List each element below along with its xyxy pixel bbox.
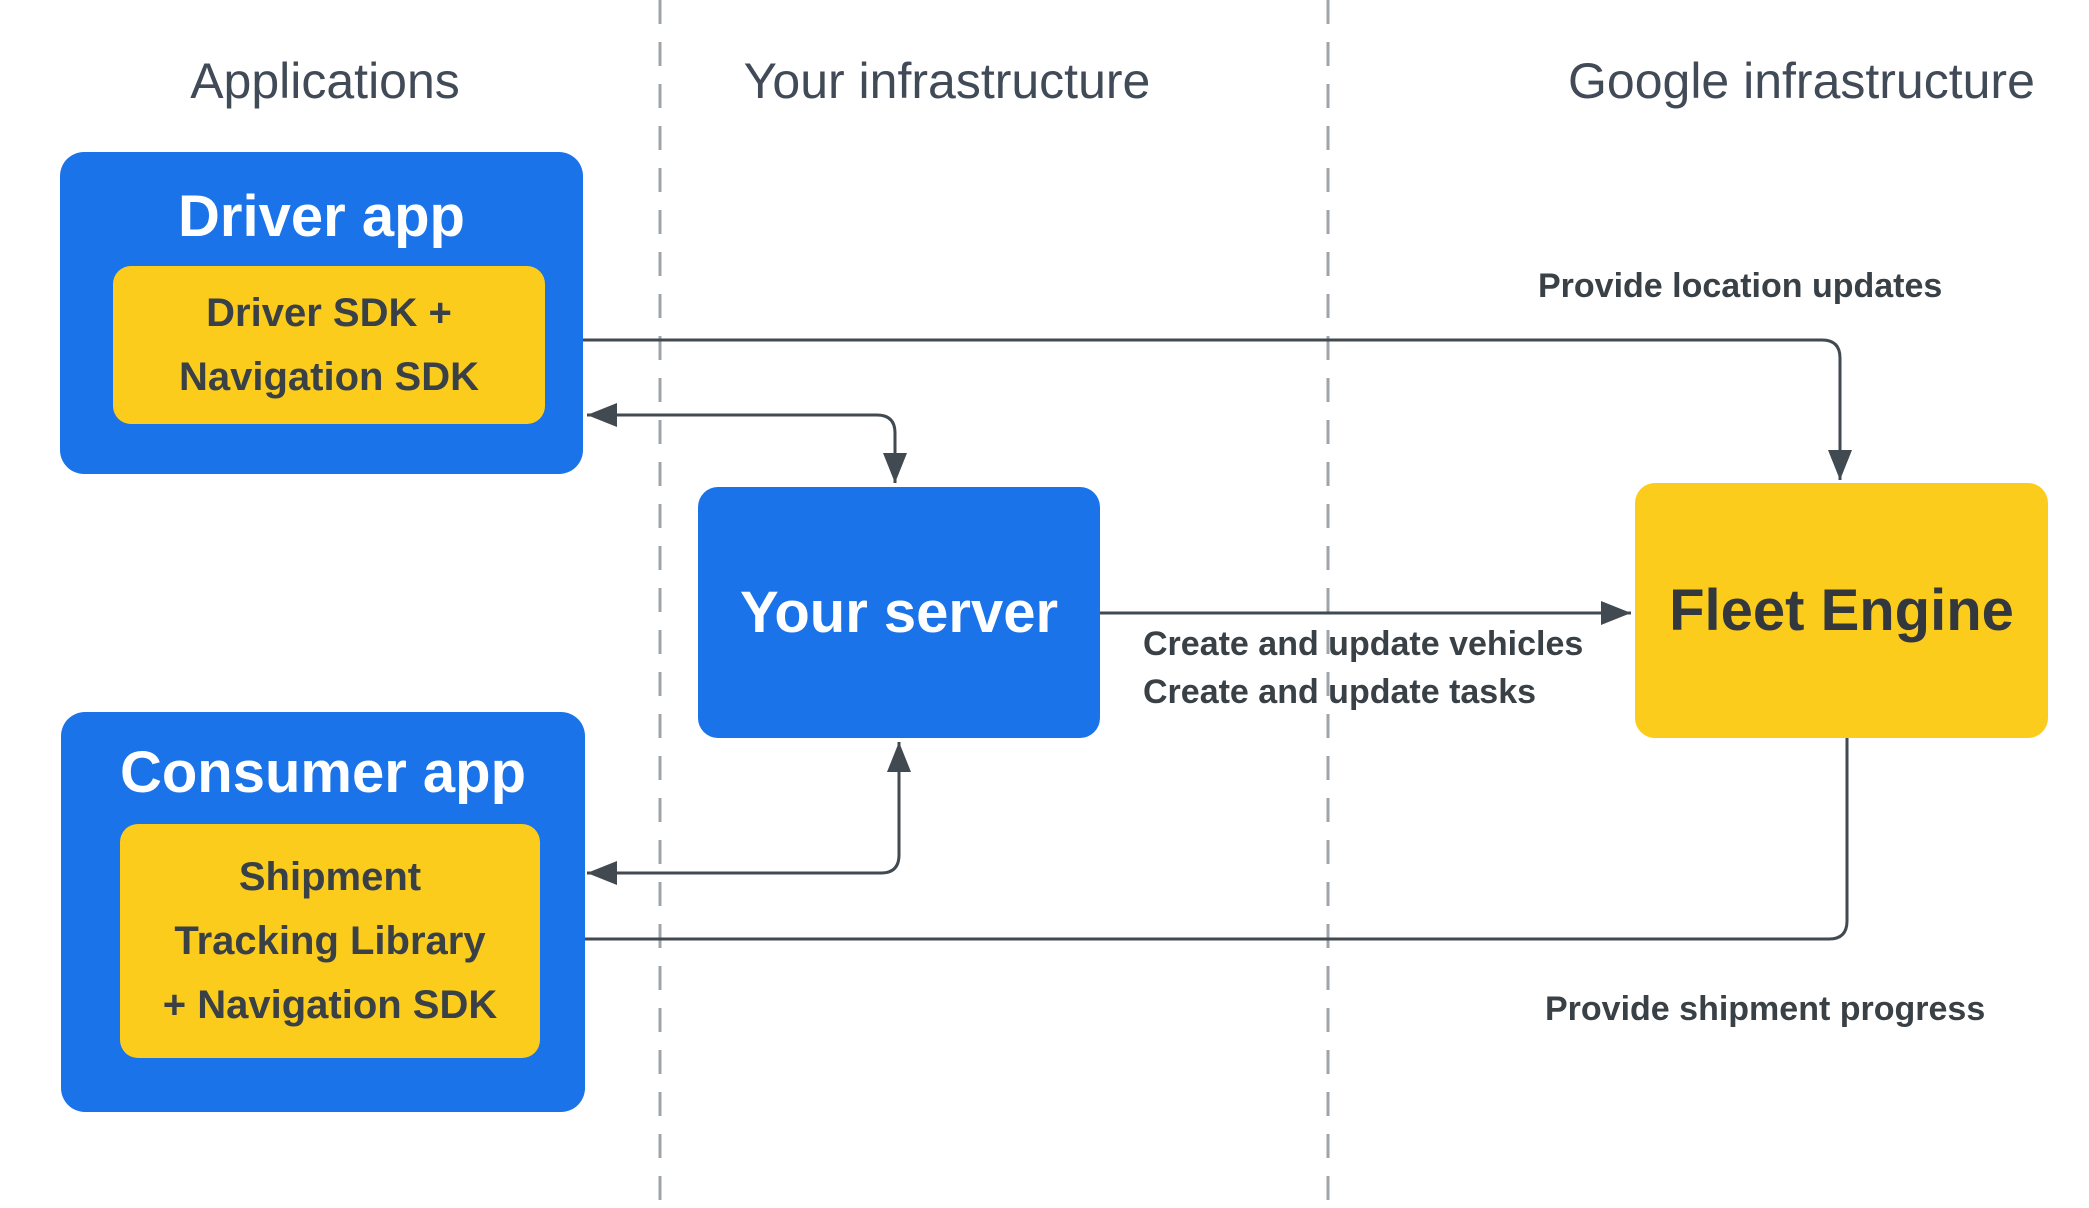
column-header-google-infrastructure: Google infrastructure (1568, 53, 2035, 109)
edge-label-provide-location-updates: Provide location updates (1538, 267, 1943, 305)
fleet-engine-node: Fleet Engine (1635, 483, 2048, 738)
edge-label-provide-shipment-progress: Provide shipment progress (1545, 990, 1986, 1028)
column-header-applications: Applications (190, 53, 460, 109)
consumer-app-node: Consumer app Shipment Tracking Library +… (61, 712, 585, 1112)
consumer-app-title: Consumer app (119, 740, 527, 805)
driver-sdk-node: Driver SDK + Navigation SDK (113, 266, 545, 424)
edge-consumer-app-your-server (587, 742, 911, 885)
column-header-your-infrastructure: Your infrastructure (743, 53, 1151, 109)
driver-app-node: Driver app Driver SDK + Navigation SDK (60, 152, 583, 474)
shipment-tracking-library-node: Shipment Tracking Library + Navigation S… (120, 824, 540, 1058)
driver-app-title: Driver app (178, 184, 465, 249)
your-server-node: Your server (698, 487, 1100, 738)
edge-label-create-and-update: Create and update vehicles Create and up… (1143, 625, 1584, 711)
edge-fleet-engine-consumer-lib (543, 738, 1849, 951)
edge-driver-sdk-fleet-engine (546, 328, 1852, 480)
edge-driver-app-your-server (587, 403, 907, 483)
